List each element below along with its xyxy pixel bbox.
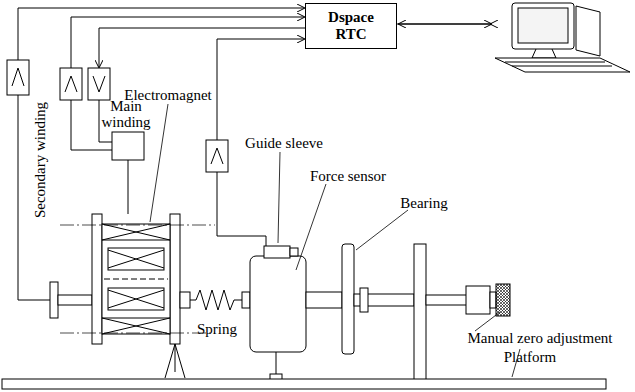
part-label: Secondary winding [32, 102, 48, 218]
part-label: Electromagnet [124, 87, 211, 103]
part-label: Force sensor [310, 168, 386, 184]
part-label: Spring [197, 321, 237, 337]
controller-box: Dspace RTC [305, 3, 397, 49]
box-label: Dspace RTC [321, 9, 381, 43]
part-label: Guide sleeve [245, 135, 323, 151]
part-label: Manual zero adjustment [468, 330, 613, 346]
part-label: Bearing [400, 195, 447, 211]
part-label: Platform [504, 349, 557, 365]
